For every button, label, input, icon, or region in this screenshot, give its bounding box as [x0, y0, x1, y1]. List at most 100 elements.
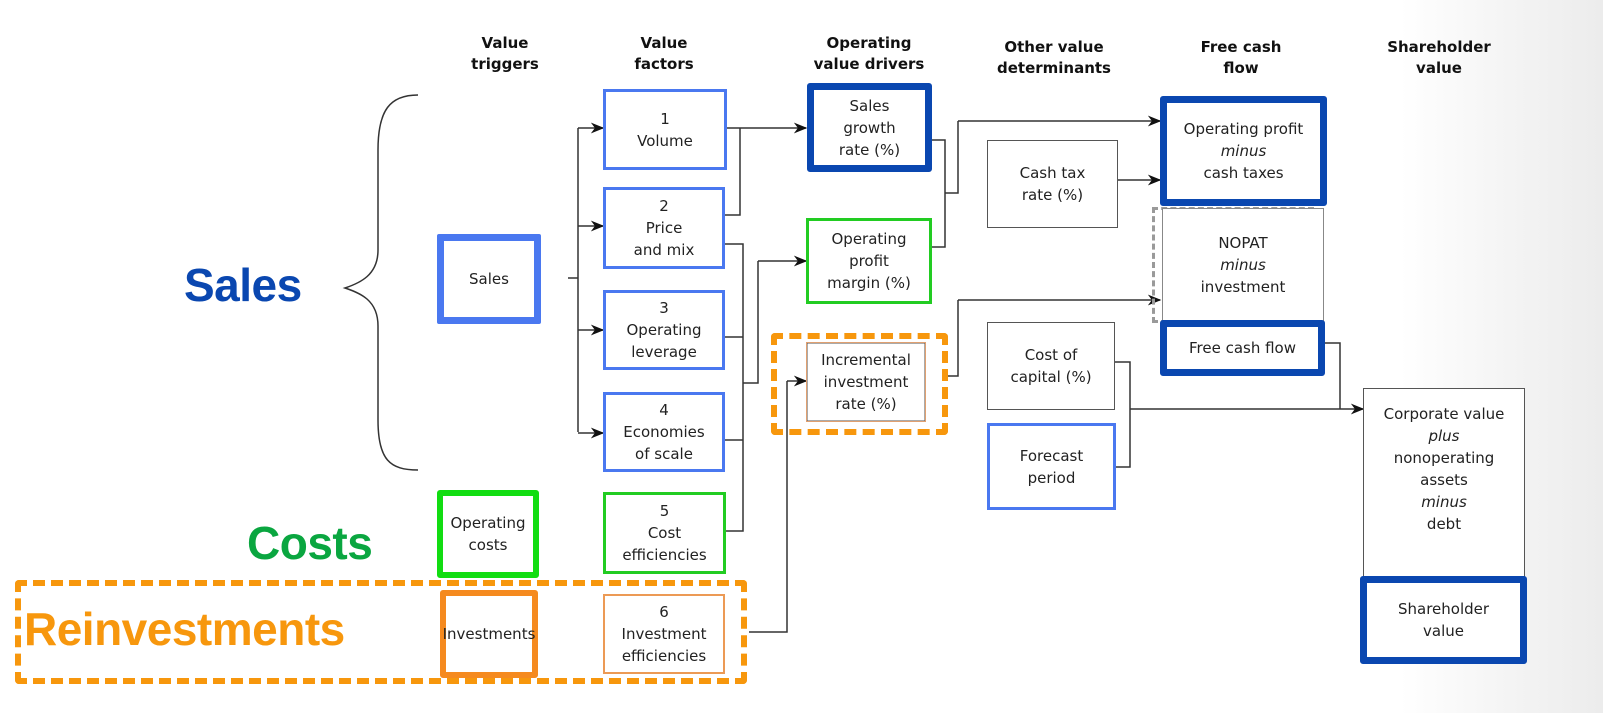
- driver-text: rate (%): [838, 140, 901, 159]
- factor-text: efficiencies: [621, 647, 707, 665]
- driver-text: rate (%): [835, 395, 897, 413]
- wire-factor6: [749, 381, 788, 633]
- trigger-operating-costs-box: Operating costs: [437, 490, 539, 578]
- col-header-line: factors: [634, 55, 694, 73]
- col-header-free-cash-flow: Free cash flow: [1156, 37, 1326, 79]
- determinant-text: Cash tax: [1019, 164, 1086, 182]
- corporate-value-box: Corporate value plus nonoperating assets…: [1363, 388, 1525, 588]
- factor-text: of scale: [635, 445, 693, 463]
- factor-1-volume-box: 1 Volume: [603, 89, 727, 170]
- trigger-sales-box: Sales: [437, 234, 541, 324]
- trigger-text: costs: [468, 536, 508, 554]
- trigger-investments-text: Investments: [442, 625, 536, 643]
- factor-number: 6: [659, 603, 669, 621]
- determinant-text: capital (%): [1010, 368, 1092, 386]
- fcf-text: investment: [1200, 278, 1286, 296]
- driver-sales-growth-box: Sales growth rate (%): [807, 83, 932, 172]
- col-header-line: determinants: [996, 59, 1111, 77]
- fcf-operating-profit-box: Operating profit minus cash taxes: [1160, 96, 1327, 206]
- col-header-line: Other value: [1004, 38, 1104, 56]
- col-header-value-factors: Value factors: [579, 33, 749, 75]
- factor-number: 2: [659, 197, 669, 215]
- driver-op-margin-box: Operating profit margin (%): [806, 218, 932, 304]
- factor-text: Operating: [626, 321, 702, 339]
- category-label-reinvestments: Reinvestments: [24, 603, 345, 655]
- corp-text: Corporate value: [1383, 405, 1505, 423]
- factor-6-investment-efficiencies-box: 6 Investment efficiencies: [603, 594, 725, 674]
- factor-5-cost-efficiencies-box: 5 Cost efficiencies: [603, 492, 726, 574]
- corp-text: assets: [1420, 471, 1468, 489]
- factor-text: Volume: [637, 131, 693, 150]
- driver-text: Sales: [849, 96, 890, 115]
- col-header-line: triggers: [471, 55, 539, 73]
- factor-text: Cost: [647, 524, 682, 542]
- wire-incr-to-nopat: [946, 300, 959, 377]
- fcf-text-italic: minus: [1220, 256, 1266, 274]
- col-header-shareholder-value: Shareholder value: [1354, 37, 1524, 79]
- col-header-other-value-determinants: Other value determinants: [969, 37, 1139, 79]
- trigger-sales-text: Sales: [469, 270, 509, 288]
- driver-text: investment: [823, 373, 909, 391]
- fcf-text: Operating profit: [1183, 120, 1304, 138]
- factor-text: leverage: [631, 343, 697, 361]
- col-header-line: Free cash: [1200, 38, 1282, 56]
- col-header-operating-value-drivers: Operating value drivers: [784, 33, 954, 75]
- category-label-sales: Sales: [184, 259, 302, 311]
- col-header-line: Operating: [826, 34, 912, 52]
- trigger-text: Operating: [450, 514, 526, 532]
- driver-incremental-investment-box: Incremental investment rate (%): [806, 342, 926, 422]
- col-header-value-triggers: Value triggers: [420, 33, 590, 75]
- determinant-text: Forecast: [1019, 446, 1084, 465]
- wire-sales-bus: [568, 128, 579, 432]
- corp-text: debt: [1426, 515, 1462, 533]
- determinant-cash-tax-box: Cash tax rate (%): [987, 140, 1118, 228]
- factor-number: 4: [659, 401, 669, 419]
- col-header-line: Value: [481, 34, 529, 52]
- sales-brace: [342, 94, 419, 471]
- sv-text: Shareholder: [1397, 600, 1490, 618]
- factor-text: Price: [645, 219, 683, 237]
- factor-text: and mix: [633, 241, 695, 259]
- corp-text-italic: plus: [1428, 427, 1460, 445]
- factor-2-price-box: 2 Price and mix: [603, 187, 725, 269]
- factor-text: Economies: [623, 423, 705, 441]
- driver-text: profit: [849, 252, 889, 270]
- wire-drivers-bracket: [932, 121, 959, 248]
- determinant-text: Cost of: [1024, 346, 1078, 364]
- factor-number: 5: [659, 502, 670, 520]
- determinant-cost-of-capital-box: Cost of capital (%): [987, 322, 1115, 410]
- wire-fcf: [1324, 342, 1341, 409]
- fcf-nopat-box: NOPAT minus investment: [1162, 208, 1324, 322]
- driver-text: growth: [843, 118, 896, 137]
- factor-number: 3: [659, 299, 669, 317]
- fcf-text: Free cash flow: [1188, 339, 1297, 357]
- factor-3-operating-leverage-box: 3 Operating leverage: [603, 290, 725, 370]
- col-header-line: flow: [1223, 59, 1259, 77]
- fcf-free-cash-flow-box: Free cash flow: [1160, 320, 1325, 376]
- wire-determinants-bracket: [1114, 361, 1340, 468]
- col-header-line: value: [1416, 59, 1462, 77]
- col-header-line: value drivers: [813, 55, 925, 73]
- determinant-text: period: [1027, 468, 1076, 487]
- fcf-text-italic: minus: [1220, 142, 1267, 160]
- wire-factor2345-bus: [724, 243, 759, 532]
- factor-4-economies-box: 4 Economies of scale: [603, 392, 725, 472]
- driver-text: Incremental: [821, 351, 911, 369]
- col-header-line: Value: [640, 34, 688, 52]
- driver-text: Operating: [831, 230, 907, 248]
- shareholder-value-box: Shareholder value: [1360, 576, 1527, 664]
- trigger-investments-box: Investments: [440, 590, 538, 678]
- col-header-line: Shareholder: [1387, 38, 1491, 56]
- driver-text: margin (%): [827, 274, 911, 292]
- determinant-forecast-period-box: Forecast period: [987, 423, 1116, 510]
- fcf-text: NOPAT: [1218, 234, 1268, 252]
- fcf-text: cash taxes: [1203, 164, 1284, 182]
- determinant-text: rate (%): [1021, 186, 1084, 204]
- factor-number: 1: [660, 109, 670, 128]
- sv-text: value: [1423, 622, 1464, 640]
- category-label-costs: Costs: [247, 517, 373, 569]
- factor-text: Investment: [621, 625, 707, 643]
- corp-text-italic: minus: [1421, 493, 1467, 511]
- factor-text: efficiencies: [622, 546, 707, 564]
